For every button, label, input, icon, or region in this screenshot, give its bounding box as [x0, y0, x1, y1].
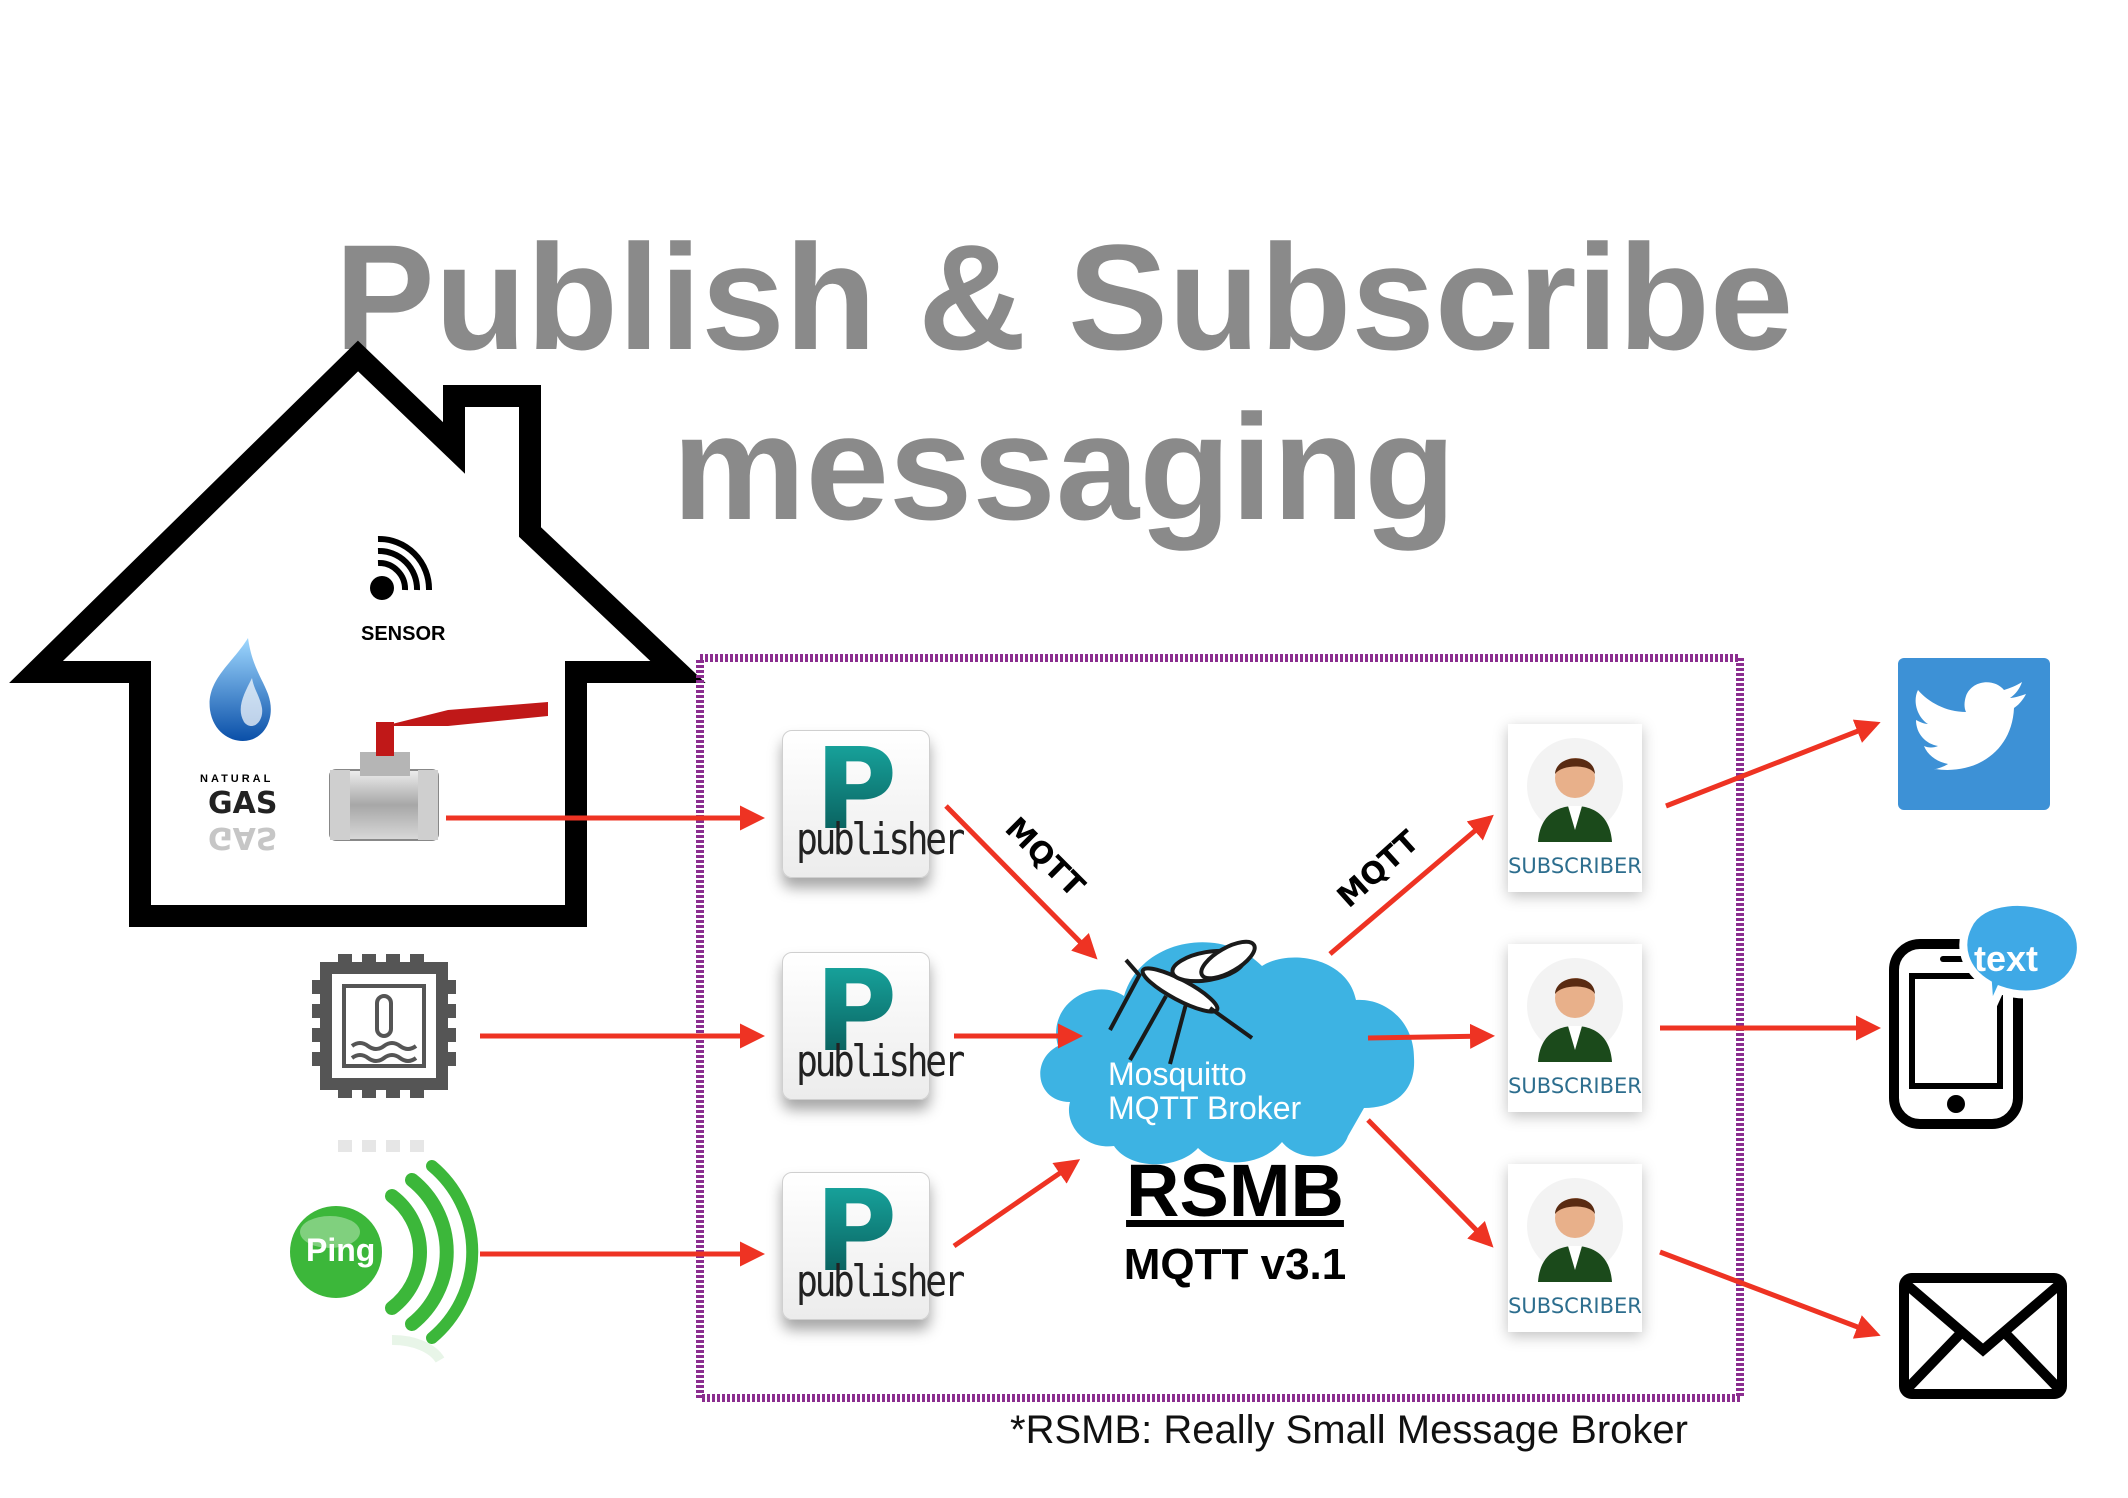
arrow-sub3-to-email: [1659, 1249, 1881, 1339]
rsmb-label: RSMB: [1126, 1149, 1344, 1232]
gas-flame-icon: [209, 638, 271, 741]
arrow-pub3-to-broker: [952, 1159, 1081, 1249]
ping-icon: [290, 1160, 479, 1363]
title-line-1: Publish & Subscribe: [334, 213, 1794, 381]
text-bubble-label: text: [1974, 938, 2039, 979]
title-line-2: messaging: [672, 383, 1456, 551]
subscriber-3: SUBSCRIBER: [1508, 1164, 1642, 1332]
chip-temperature-icon: [312, 954, 456, 1152]
publisher-letter: P: [783, 947, 929, 1077]
publisher-label: publisher: [796, 1036, 965, 1087]
arrow-broker-to-sub2: [1367, 1023, 1495, 1049]
footnote: *RSMB: Really Small Message Broker: [1010, 1408, 1688, 1452]
mosquito-icon: [1108, 939, 1257, 1065]
publisher-1: P publisher: [782, 725, 965, 878]
arrow-sub1-to-twitter: [1665, 719, 1881, 809]
arrows: [446, 719, 1881, 1339]
user-icon: [1527, 1178, 1623, 1282]
gas-label: GAS: [208, 786, 278, 821]
subscriber-1: SUBSCRIBER: [1508, 724, 1642, 892]
publisher-2: P publisher: [782, 947, 965, 1100]
ball-valve-icon: [329, 702, 548, 841]
twitter-icon: [1898, 658, 2050, 810]
subscriber-label: SUBSCRIBER: [1508, 854, 1642, 878]
broker-name: Mosquitto MQTT Broker: [1108, 1057, 1301, 1125]
user-icon: [1527, 738, 1623, 842]
arrow-broker-to-sub1: [1328, 814, 1494, 956]
mqtt-version-label: MQTT v3.1: [1123, 1240, 1347, 1289]
publisher-label: publisher: [796, 1256, 965, 1307]
publisher-3: P publisher: [782, 1167, 965, 1320]
user-icon: [1527, 958, 1623, 1062]
broker-line-2: MQTT Broker: [1108, 1090, 1302, 1126]
wifi-signal-icon: [370, 535, 433, 600]
sensor-label: SENSOR: [361, 623, 446, 645]
subscriber-2: SUBSCRIBER: [1508, 944, 1642, 1112]
broker-cloud: [1040, 942, 1415, 1165]
arrow-pub1-to-broker: [944, 804, 1098, 960]
publisher-letter: P: [783, 725, 929, 855]
envelope-icon: [1899, 1273, 2067, 1399]
phone-text-icon: [1889, 898, 2085, 1129]
broker-line-1: Mosquitto: [1108, 1056, 1247, 1092]
subscriber-label: SUBSCRIBER: [1508, 1294, 1642, 1318]
arrow-broker-to-sub3: [1366, 1118, 1494, 1248]
publisher-label: publisher: [796, 814, 965, 865]
subscriber-label: SUBSCRIBER: [1508, 1074, 1642, 1098]
ping-label: Ping: [306, 1232, 376, 1268]
gas-natural-label: NATURAL: [200, 773, 274, 785]
publisher-letter: P: [783, 1167, 929, 1297]
house-outline: [9, 340, 706, 927]
gas-label-reflection: GAS: [208, 820, 278, 855]
